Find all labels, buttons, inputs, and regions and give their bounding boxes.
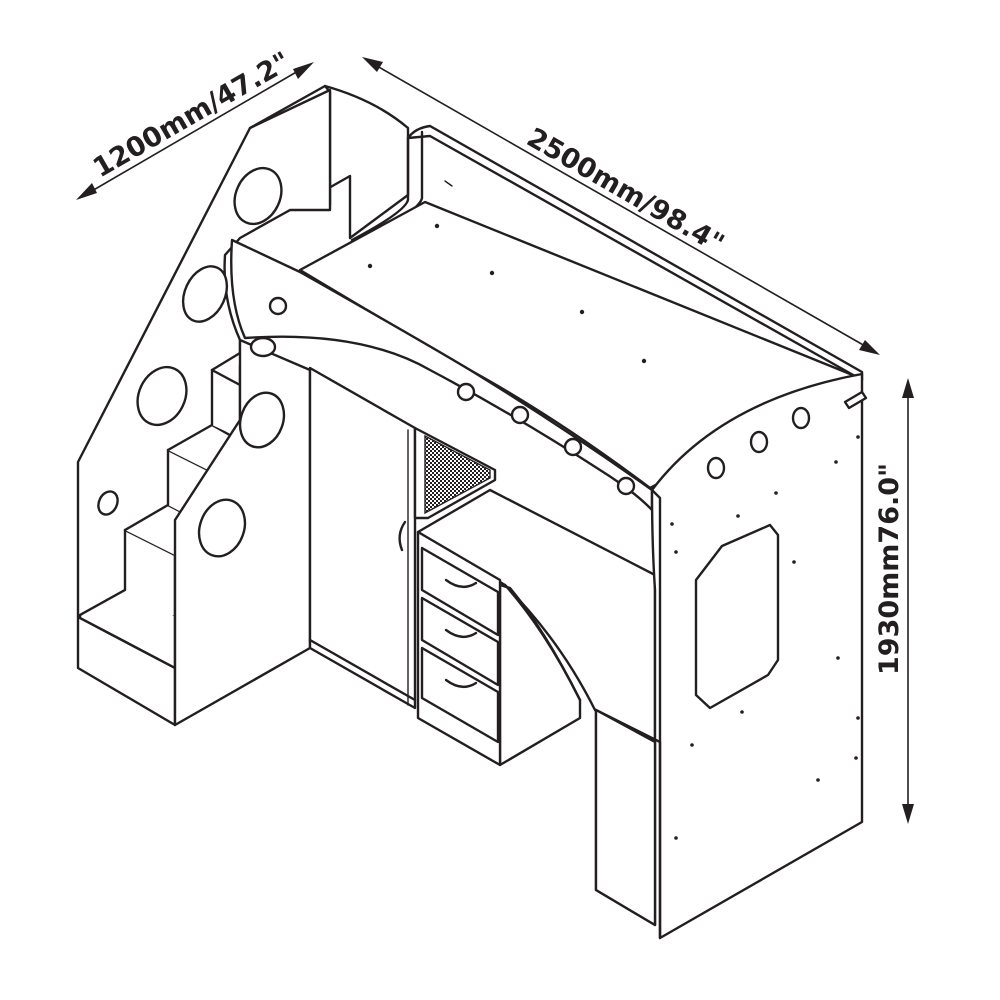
drawer-handle-icon bbox=[444, 628, 478, 638]
porthole-icon bbox=[233, 166, 283, 226]
drawer-handle-icon bbox=[444, 678, 478, 688]
porthole-icon bbox=[181, 265, 229, 323]
drawer-middle bbox=[420, 596, 500, 687]
drawer-top bbox=[420, 546, 500, 637]
drawer-unit bbox=[416, 530, 502, 767]
porthole-icon bbox=[791, 406, 811, 430]
wardrobe bbox=[308, 366, 417, 710]
mesh-grille-shelf bbox=[413, 426, 497, 520]
desk-support-panel bbox=[594, 708, 657, 927]
porthole-icon bbox=[510, 405, 530, 425]
mesh-panel bbox=[424, 434, 491, 515]
porthole-icon bbox=[616, 476, 636, 496]
desk bbox=[416, 488, 657, 767]
height-dimension: 1930mm76.0" bbox=[874, 378, 914, 824]
porthole-icon bbox=[197, 498, 247, 558]
porthole-icon bbox=[706, 456, 726, 480]
porthole-icon bbox=[749, 430, 769, 454]
drawer-handle-icon bbox=[444, 578, 478, 588]
front-guard-rail bbox=[230, 238, 654, 512]
drawer-bottom bbox=[420, 646, 500, 744]
porthole-icon bbox=[136, 365, 188, 427]
porthole-icon bbox=[456, 382, 476, 402]
porthole-icon bbox=[238, 391, 286, 449]
bracket bbox=[843, 390, 868, 410]
porthole-icon bbox=[268, 296, 288, 316]
porthole-icon bbox=[563, 437, 583, 457]
height-label: 1930mm76.0" bbox=[874, 463, 905, 675]
front-end-panel bbox=[594, 372, 868, 940]
side-window bbox=[694, 523, 780, 710]
porthole-icon bbox=[249, 336, 277, 358]
porthole-icon bbox=[97, 490, 119, 516]
